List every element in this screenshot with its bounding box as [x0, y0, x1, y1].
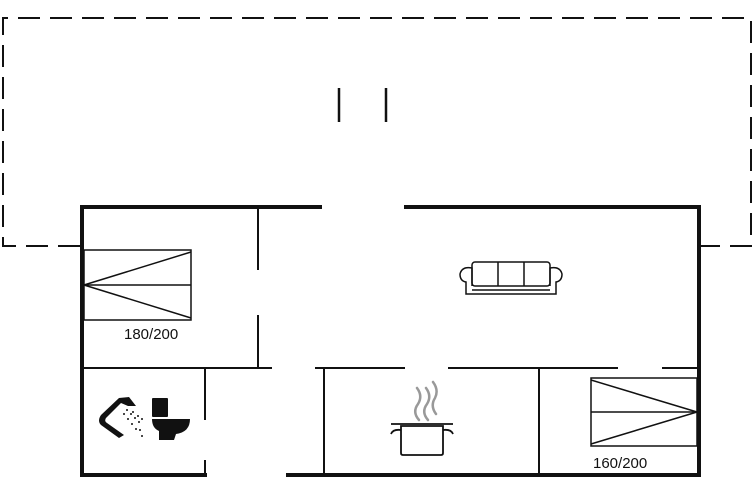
shower-icon [99, 397, 143, 438]
cooking-pot-icon [390, 423, 454, 456]
steam-icon [414, 380, 438, 422]
single-bed-icon [590, 377, 698, 447]
toilet-icon [152, 398, 190, 440]
bed-size-label-second: 160/200 [593, 455, 648, 472]
terrace-entrance-marks [337, 88, 388, 122]
outer-walls [80, 205, 701, 477]
terrace-outline [2, 17, 752, 247]
bed-size-label-master: 180/200 [124, 326, 179, 343]
sofa-icon [459, 261, 563, 295]
double-bed-icon [83, 249, 192, 321]
interior-walls [83, 208, 698, 474]
